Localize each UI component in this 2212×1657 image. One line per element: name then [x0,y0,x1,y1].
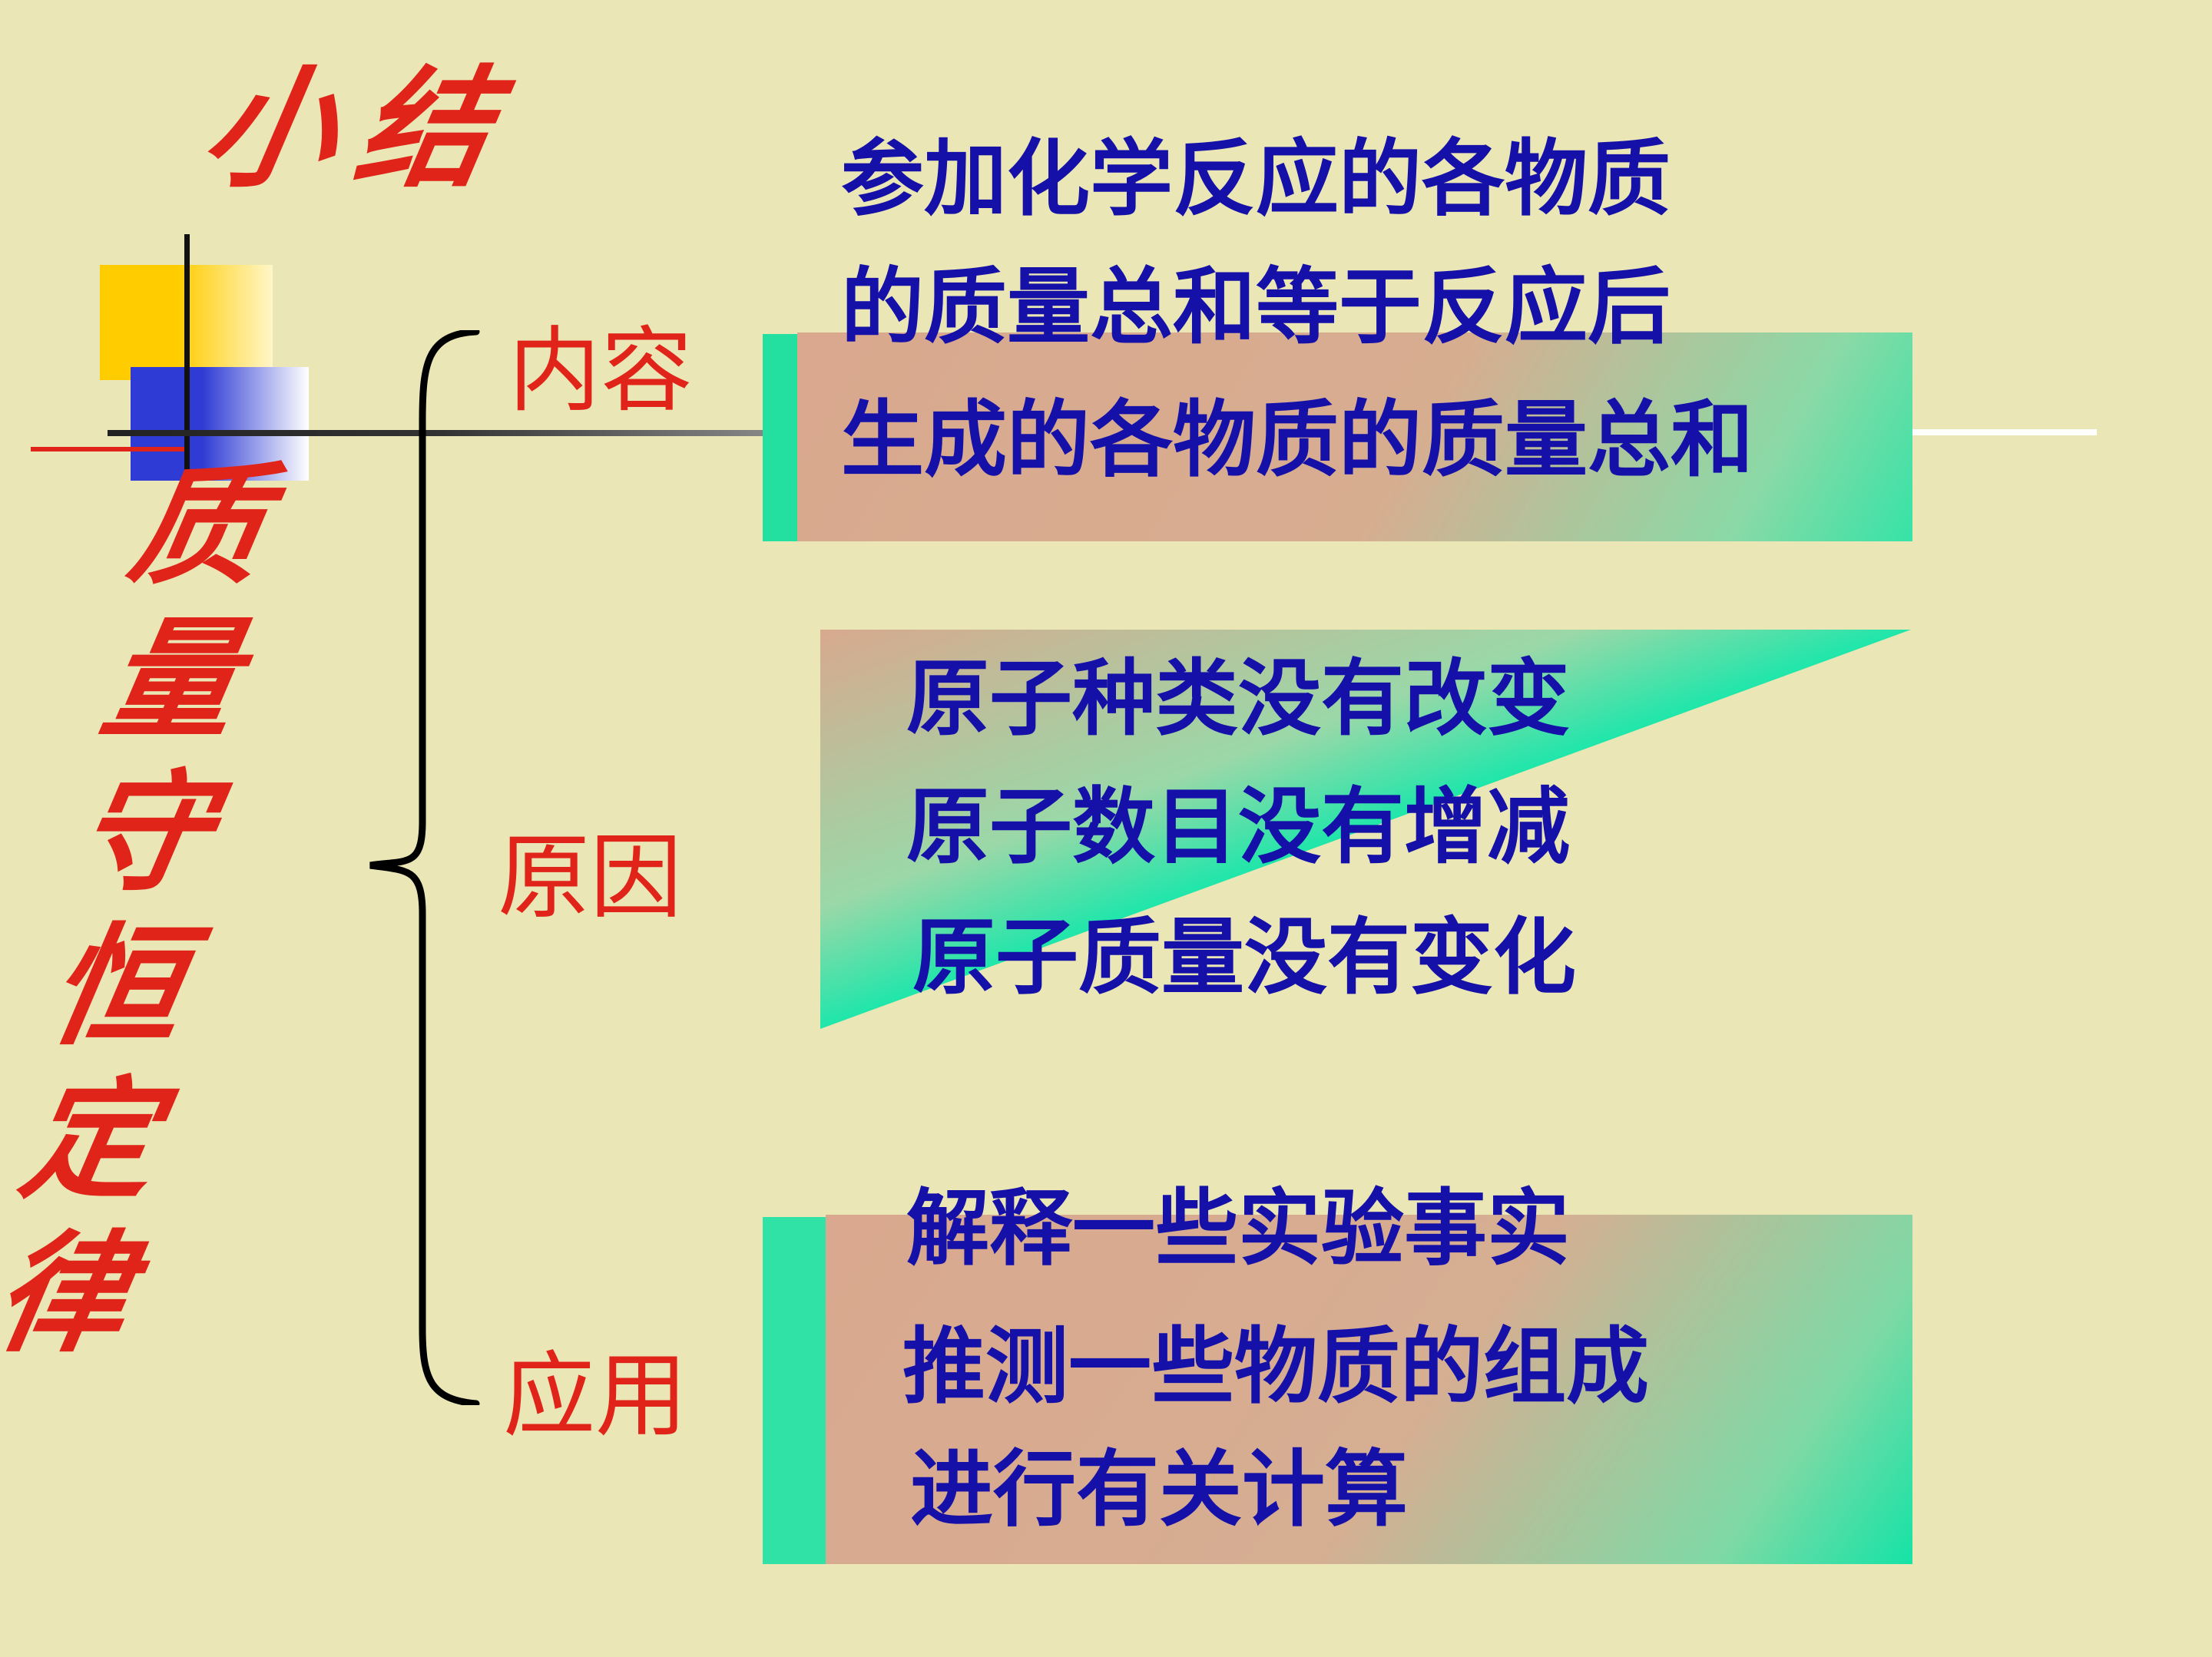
application-line: 进行有关计算 [910,1441,1409,1538]
decorative-red-line [31,447,184,451]
application-line: 推测一些物质的组成 [902,1318,1650,1415]
reason-triangle [820,630,1911,1029]
content-box-accent [763,334,800,541]
decorative-white-line [1874,429,2097,435]
law-char: 定 [11,1063,169,1217]
reason-line: 原子种类没有改变 [906,650,1571,747]
law-title-vertical: 质 量 守 恒 定 律 [0,449,289,1371]
curly-brace-icon [369,330,480,1405]
category-application-label: 应用 [503,1343,687,1450]
application-box [826,1215,1912,1564]
slide-title: 小结 [191,52,527,206]
content-line: 的质量总和等于反应后 [841,259,1671,356]
decorative-vertical-line [184,234,190,480]
reason-line: 原子数目没有增减 [906,779,1571,875]
law-char: 量 [92,603,250,756]
content-line: 参加化学反应的各物质 [841,131,1671,227]
law-char: 律 [0,1217,142,1371]
content-line: 生成的各物质的质量总和 [841,392,1754,488]
category-reason-label: 原因 [498,825,682,931]
category-content-label: 内容 [508,318,693,425]
content-box [797,332,1912,541]
law-char: 守 [65,756,224,910]
law-char: 质 [119,449,277,603]
decorative-horizontal-line [108,430,776,436]
decorative-blue-square [131,367,309,481]
law-char: 恒 [38,910,196,1063]
application-box-accent [763,1217,832,1564]
application-line: 解释一些实验事实 [906,1180,1571,1277]
reason-line: 原子质量没有变化 [912,909,1577,1006]
